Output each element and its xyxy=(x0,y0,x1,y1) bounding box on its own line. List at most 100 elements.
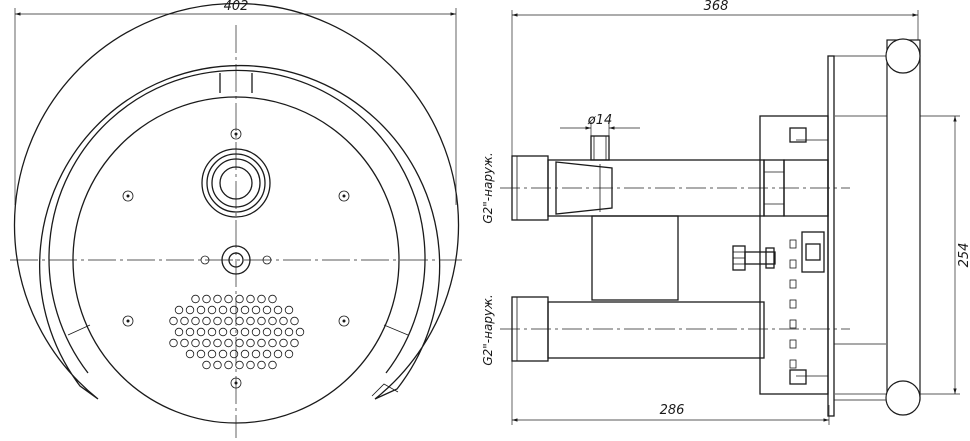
grid-hole xyxy=(262,349,272,359)
grid-hole xyxy=(257,316,266,326)
grid-hole xyxy=(279,338,288,348)
top-tab xyxy=(219,73,253,93)
nozzle-outlet xyxy=(201,148,271,218)
dimension-402-label: 402 xyxy=(224,0,249,14)
grid-hole xyxy=(235,316,244,326)
rim-tick xyxy=(789,319,797,329)
grid-hole xyxy=(207,305,217,315)
thread-note-lower: G2"-наруж. xyxy=(481,294,495,365)
grid-hole xyxy=(240,349,250,359)
dimension-368-label: 368 xyxy=(704,0,729,14)
grid-hole xyxy=(246,294,255,304)
grid-hole xyxy=(257,338,266,348)
grid-hole xyxy=(273,305,283,315)
grid-hole xyxy=(284,305,294,315)
grid-hole xyxy=(268,316,277,326)
grid-hole xyxy=(180,316,189,326)
grid-hole xyxy=(246,360,255,370)
grid-hole xyxy=(185,349,195,359)
front-view: 402 xyxy=(10,0,462,438)
grid-hole xyxy=(191,338,200,348)
connecting-block xyxy=(591,215,679,301)
grid-hole xyxy=(213,338,222,348)
grid-hole xyxy=(207,327,217,337)
grid-hole xyxy=(268,360,277,370)
dimension-368: 368 xyxy=(511,0,919,165)
rim-tick xyxy=(789,259,797,269)
grid-hole xyxy=(218,327,228,337)
grid-hole xyxy=(196,349,206,359)
grid-hole xyxy=(185,327,195,337)
grid-hole xyxy=(174,305,184,315)
grid-hole xyxy=(295,327,305,337)
rim-tick xyxy=(789,359,797,369)
inner-ring xyxy=(48,69,426,374)
dimension-402: 402 xyxy=(14,0,457,205)
fixing-screws xyxy=(122,128,350,389)
grid-hole xyxy=(229,305,239,315)
grid-hole xyxy=(213,316,222,326)
grid-hole xyxy=(262,327,272,337)
grid-hole xyxy=(169,316,178,326)
rim-tick xyxy=(789,339,797,349)
grid-hole xyxy=(202,338,211,348)
grid-hole xyxy=(218,349,228,359)
grid-hole xyxy=(202,316,211,326)
grid-hole xyxy=(235,338,244,348)
grid-hole xyxy=(196,305,206,315)
outer-ring xyxy=(13,2,460,400)
grid-hole xyxy=(268,338,277,348)
grid-hole xyxy=(191,316,200,326)
upper-pipe xyxy=(500,135,850,221)
grid-hole xyxy=(240,305,250,315)
grid-hole xyxy=(224,360,233,370)
grid-hole xyxy=(185,305,195,315)
grid-hole xyxy=(290,338,299,348)
body-housing xyxy=(759,115,829,395)
grid-hole xyxy=(224,338,233,348)
grid-hole xyxy=(290,316,299,326)
grid-hole xyxy=(191,294,200,304)
lower-pipe xyxy=(500,296,850,362)
dimension-d14-label: ø14 xyxy=(587,113,613,128)
thread-note-upper: G2"-наруж. xyxy=(481,152,495,223)
grid-hole xyxy=(251,327,261,337)
grid-hole xyxy=(257,294,266,304)
grid-hole xyxy=(229,327,239,337)
rim-tick xyxy=(789,239,797,249)
grid-hole xyxy=(273,327,283,337)
grid-hole xyxy=(213,360,222,370)
grid-hole xyxy=(284,349,294,359)
grid-hole xyxy=(207,349,217,359)
flange xyxy=(827,55,886,417)
grid-hole xyxy=(218,305,228,315)
dimension-286-label: 286 xyxy=(660,403,685,418)
air-inlet xyxy=(221,245,251,275)
side-nipple xyxy=(732,245,776,271)
grid-hole xyxy=(268,294,277,304)
grid-hole xyxy=(202,360,211,370)
dimension-286: 286 xyxy=(511,355,830,425)
grid-hole xyxy=(262,305,272,315)
ring-segment-lines xyxy=(67,324,409,336)
rim-tick xyxy=(789,299,797,309)
grid-hole xyxy=(235,294,244,304)
handrail xyxy=(885,38,921,416)
grid-hole xyxy=(273,349,283,359)
rim-tick xyxy=(789,279,797,289)
grid-hole xyxy=(169,338,178,348)
grid-hole xyxy=(224,294,233,304)
grid-hole xyxy=(180,338,189,348)
grid-hole xyxy=(279,316,288,326)
grid-hole xyxy=(235,360,244,370)
grid-hole xyxy=(240,327,250,337)
grid-hole xyxy=(229,349,239,359)
grid-hole xyxy=(284,327,294,337)
grid-hole xyxy=(213,294,222,304)
grid-hole xyxy=(246,338,255,348)
suction-grid xyxy=(169,294,305,370)
grid-hole xyxy=(174,327,184,337)
dimension-254-label: 254 xyxy=(957,243,970,268)
ring-end-right xyxy=(371,383,399,397)
